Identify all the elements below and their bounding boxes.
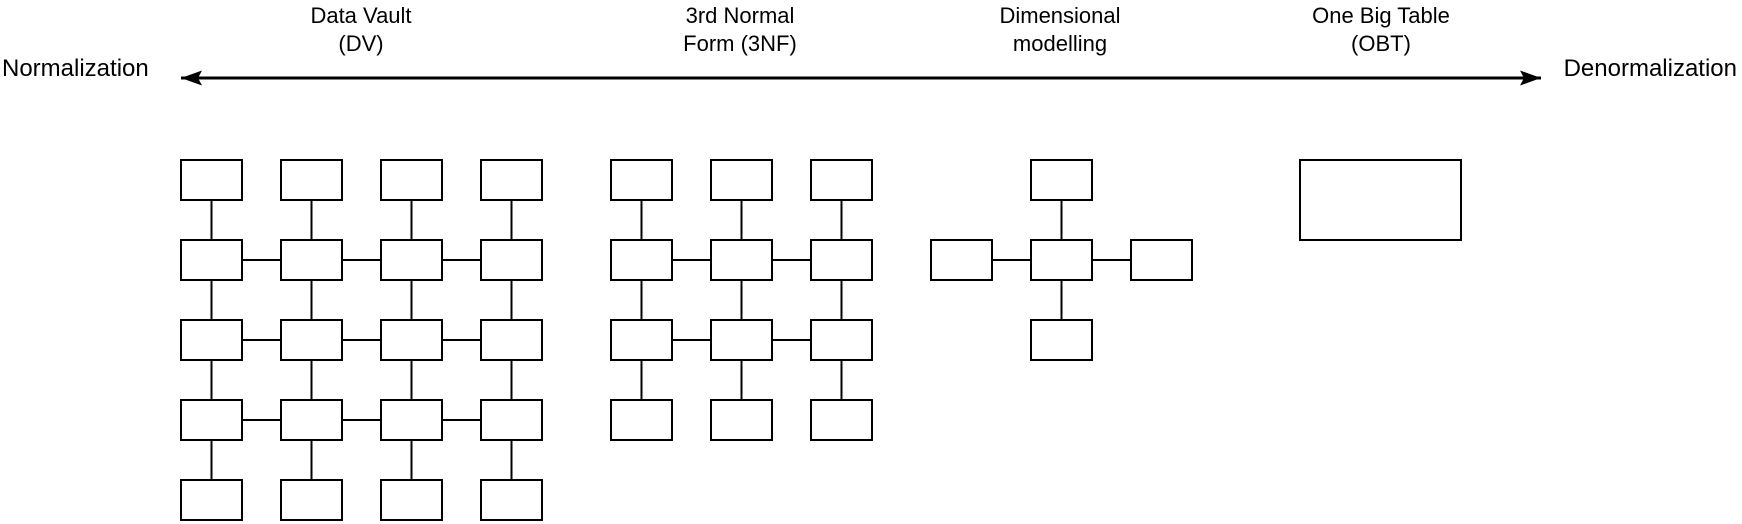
third-normal-form-table-box — [710, 399, 773, 441]
data-vault-table-box — [180, 159, 243, 201]
dimensional-modelling-dimension-box — [1130, 239, 1193, 281]
data-vault-table-box — [280, 479, 343, 521]
third-normal-form-table-box — [610, 319, 673, 361]
group-label-line: Data Vault — [310, 3, 412, 28]
group-label-data-vault: Data Vault (DV) — [310, 2, 411, 58]
data-vault-table-box — [480, 319, 543, 361]
data-vault-table-box — [480, 239, 543, 281]
group-label-line: Form (3NF) — [683, 31, 797, 56]
data-vault-table-box — [180, 319, 243, 361]
data-vault-table-box — [180, 399, 243, 441]
third-normal-form-table-box — [810, 239, 873, 281]
group-label-third-normal-form: 3rd Normal Form (3NF) — [683, 2, 797, 58]
data-vault-table-box — [480, 399, 543, 441]
third-normal-form-table-box — [710, 319, 773, 361]
data-vault-table-box — [380, 239, 443, 281]
one-big-table-table-box — [1299, 159, 1462, 241]
denormalization-label: Denormalization — [1563, 55, 1737, 82]
dimensional-modelling-fact-box — [1030, 239, 1093, 281]
third-normal-form-table-box — [810, 319, 873, 361]
data-vault-table-box — [380, 319, 443, 361]
group-label-line: 3rd Normal — [685, 3, 795, 28]
data-vault-table-box — [280, 319, 343, 361]
third-normal-form-table-box — [710, 159, 773, 201]
data-vault-table-box — [280, 239, 343, 281]
third-normal-form-table-box — [610, 239, 673, 281]
group-label-line: One Big Table — [1312, 3, 1450, 28]
third-normal-form-table-box — [810, 159, 873, 201]
dimensional-modelling-dimension-box — [930, 239, 993, 281]
data-vault-table-box — [180, 239, 243, 281]
third-normal-form-table-box — [610, 159, 673, 201]
data-vault-table-box — [480, 159, 543, 201]
normalization-label: Normalization — [2, 55, 149, 82]
data-vault-table-box — [280, 159, 343, 201]
data-vault-table-box — [380, 479, 443, 521]
group-label-line: (OBT) — [1351, 31, 1411, 56]
data-vault-table-box — [380, 159, 443, 201]
group-label-one-big-table: One Big Table (OBT) — [1312, 2, 1450, 58]
data-vault-table-box — [380, 399, 443, 441]
group-label-line: (DV) — [338, 31, 384, 56]
group-label-dimensional-modelling: Dimensional modelling — [999, 2, 1120, 58]
arrowhead-left — [181, 70, 202, 86]
data-vault-table-box — [180, 479, 243, 521]
group-label-line: modelling — [1012, 31, 1108, 56]
data-vault-table-box — [480, 479, 543, 521]
group-label-line: Dimensional — [999, 3, 1121, 28]
arrowhead-right — [1520, 70, 1541, 86]
data-vault-table-box — [280, 399, 343, 441]
third-normal-form-table-box — [610, 399, 673, 441]
third-normal-form-table-box — [810, 399, 873, 441]
dimensional-modelling-dimension-box — [1030, 159, 1093, 201]
third-normal-form-table-box — [710, 239, 773, 281]
dimensional-modelling-dimension-box — [1030, 319, 1093, 361]
